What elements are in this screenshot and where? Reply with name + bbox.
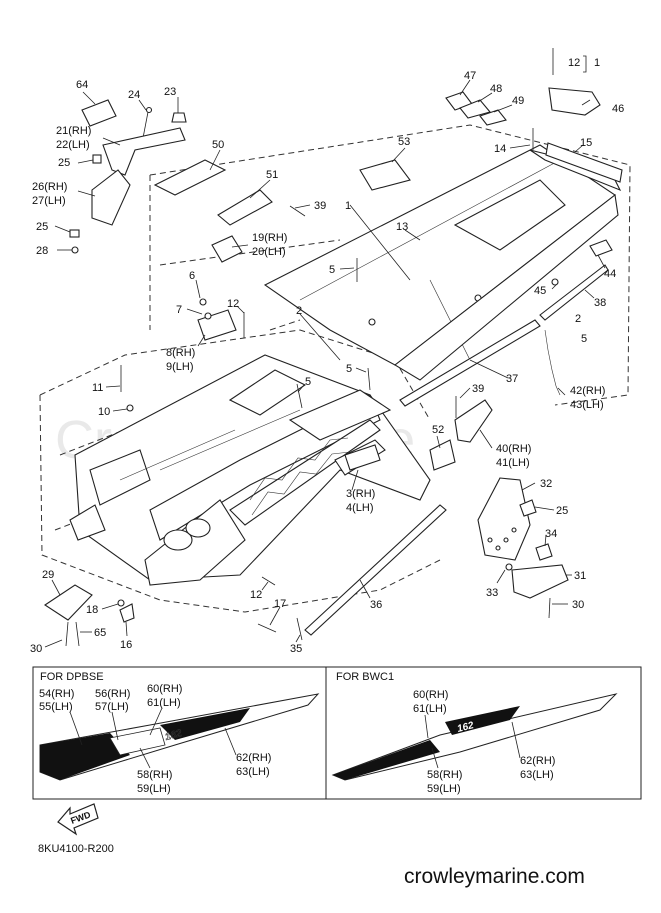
inset-right-60: 60(RH)	[413, 689, 448, 701]
callout-40: 40(RH)	[496, 443, 531, 455]
callout-9: 9(LH)	[166, 361, 194, 373]
inset-left-63: 63(LH)	[236, 766, 270, 778]
callout-21: 21(RH)	[56, 125, 91, 137]
callout-48: 48	[490, 83, 502, 95]
callout-7: 7	[176, 304, 182, 316]
callout-12-upper: 12	[227, 298, 239, 310]
tunnel-top-panel	[263, 144, 616, 366]
callout-23: 23	[164, 86, 176, 98]
callout-25-right: 25	[556, 505, 568, 517]
callout-42: 42(RH)	[570, 385, 605, 397]
decal-insets: FOR DPBSE 162 54(RH) 55(LH) 56(RH) 57(LH…	[32, 666, 642, 800]
inset-right-63: 63(LH)	[520, 769, 554, 781]
inset-left-59: 59(LH)	[137, 783, 171, 795]
callout-12-lower: 12	[250, 589, 262, 601]
inset-right-header: FOR BWC1	[336, 671, 394, 683]
callout-34: 34	[545, 528, 557, 540]
callout-6: 6	[189, 270, 195, 282]
callout-17: 17	[274, 598, 286, 610]
inset-right-62: 62(RH)	[520, 755, 555, 767]
callout-10: 10	[98, 406, 110, 418]
callout-1: 1	[345, 200, 351, 212]
inset-left-56: 56(RH)	[95, 688, 130, 700]
website-link[interactable]: crowleymarine.com	[404, 865, 585, 888]
callout-4: 4(LH)	[346, 502, 374, 514]
callout-25-middle: 25	[36, 221, 48, 233]
callout-15: 15	[580, 137, 592, 149]
inset-left-55: 55(LH)	[39, 701, 73, 713]
callout-25-upper: 25	[58, 157, 70, 169]
callout-43: 43(LH)	[570, 399, 604, 411]
inset-left-61: 61(LH)	[147, 697, 181, 709]
drawing-code: 8KU4100-R200	[38, 843, 114, 855]
inset-left-62: 62(RH)	[236, 752, 271, 764]
decal-number-right: 162	[456, 720, 475, 735]
callout-46: 46	[612, 103, 624, 115]
callout-5-upper: 5	[329, 264, 335, 276]
callout-13: 13	[396, 221, 408, 233]
callout-28: 28	[36, 245, 48, 257]
callout-29: 29	[42, 569, 54, 581]
callout-51: 51	[266, 169, 278, 181]
callout-26: 26(RH)	[32, 181, 67, 193]
callout-41: 41(LH)	[496, 457, 530, 469]
fwd-arrow-icon: FWD	[57, 803, 99, 836]
decal-number-left: 162	[164, 728, 183, 743]
callout-31: 31	[574, 570, 586, 582]
callout-19: 19(RH)	[252, 232, 287, 244]
inset-right-59: 59(LH)	[427, 783, 461, 795]
inset-left-60: 60(RH)	[147, 683, 182, 695]
callout-35: 35	[290, 643, 302, 655]
callout-24: 24	[128, 89, 140, 101]
leader-lines	[44, 55, 606, 648]
callout-5-mid: 5	[346, 363, 352, 375]
callout-45: 45	[534, 285, 546, 297]
callout-3: 3(RH)	[346, 488, 375, 500]
inset-right-61: 61(LH)	[413, 703, 447, 715]
callout-38: 38	[594, 297, 606, 309]
callout-12-top: 12	[568, 57, 580, 69]
callout-22: 22(LH)	[56, 139, 90, 151]
callout-1-top: 1	[594, 57, 600, 69]
callout-39-right: 39	[472, 383, 484, 395]
callout-44: 44	[604, 268, 616, 280]
callout-30-left: 30	[30, 643, 42, 655]
callout-47: 47	[464, 70, 476, 82]
callout-14: 14	[494, 143, 506, 155]
callout-49: 49	[512, 95, 524, 107]
callout-18: 18	[86, 604, 98, 616]
callout-labels: 64 24 23 21(RH) 22(LH) 25 26(RH) 27(LH) …	[30, 57, 624, 655]
callout-2-center: 2	[296, 305, 302, 317]
callout-33: 33	[486, 587, 498, 599]
callout-65: 65	[94, 627, 106, 639]
callout-11: 11	[92, 382, 103, 394]
callout-32: 32	[540, 478, 552, 490]
callout-36: 36	[370, 599, 382, 611]
callout-64: 64	[76, 79, 88, 91]
callout-37: 37	[506, 373, 518, 385]
callout-20: 20(LH)	[252, 246, 286, 258]
inset-left-58: 58(RH)	[137, 769, 172, 781]
callout-5-frame: 5	[305, 376, 311, 388]
inset-frame	[32, 666, 642, 800]
callout-39-upper: 39	[314, 200, 326, 212]
parts-detail	[44, 48, 623, 647]
callout-27: 27(LH)	[32, 195, 66, 207]
callout-53: 53	[398, 136, 410, 148]
callout-5-right: 5	[581, 333, 587, 345]
inset-right-58: 58(RH)	[427, 769, 462, 781]
callout-16: 16	[120, 639, 132, 651]
callout-30-right: 30	[572, 599, 584, 611]
assembly-outlines	[39, 124, 631, 613]
callout-8: 8(RH)	[166, 347, 195, 359]
inset-left-header: FOR DPBSE	[40, 671, 104, 683]
callout-52: 52	[432, 424, 444, 436]
inset-left-54: 54(RH)	[39, 688, 74, 700]
tunnel-side-rail	[394, 149, 622, 381]
callout-50: 50	[212, 139, 224, 151]
callout-2-right: 2	[575, 313, 581, 325]
main-frame	[69, 354, 431, 586]
inset-left-57: 57(LH)	[95, 701, 129, 713]
